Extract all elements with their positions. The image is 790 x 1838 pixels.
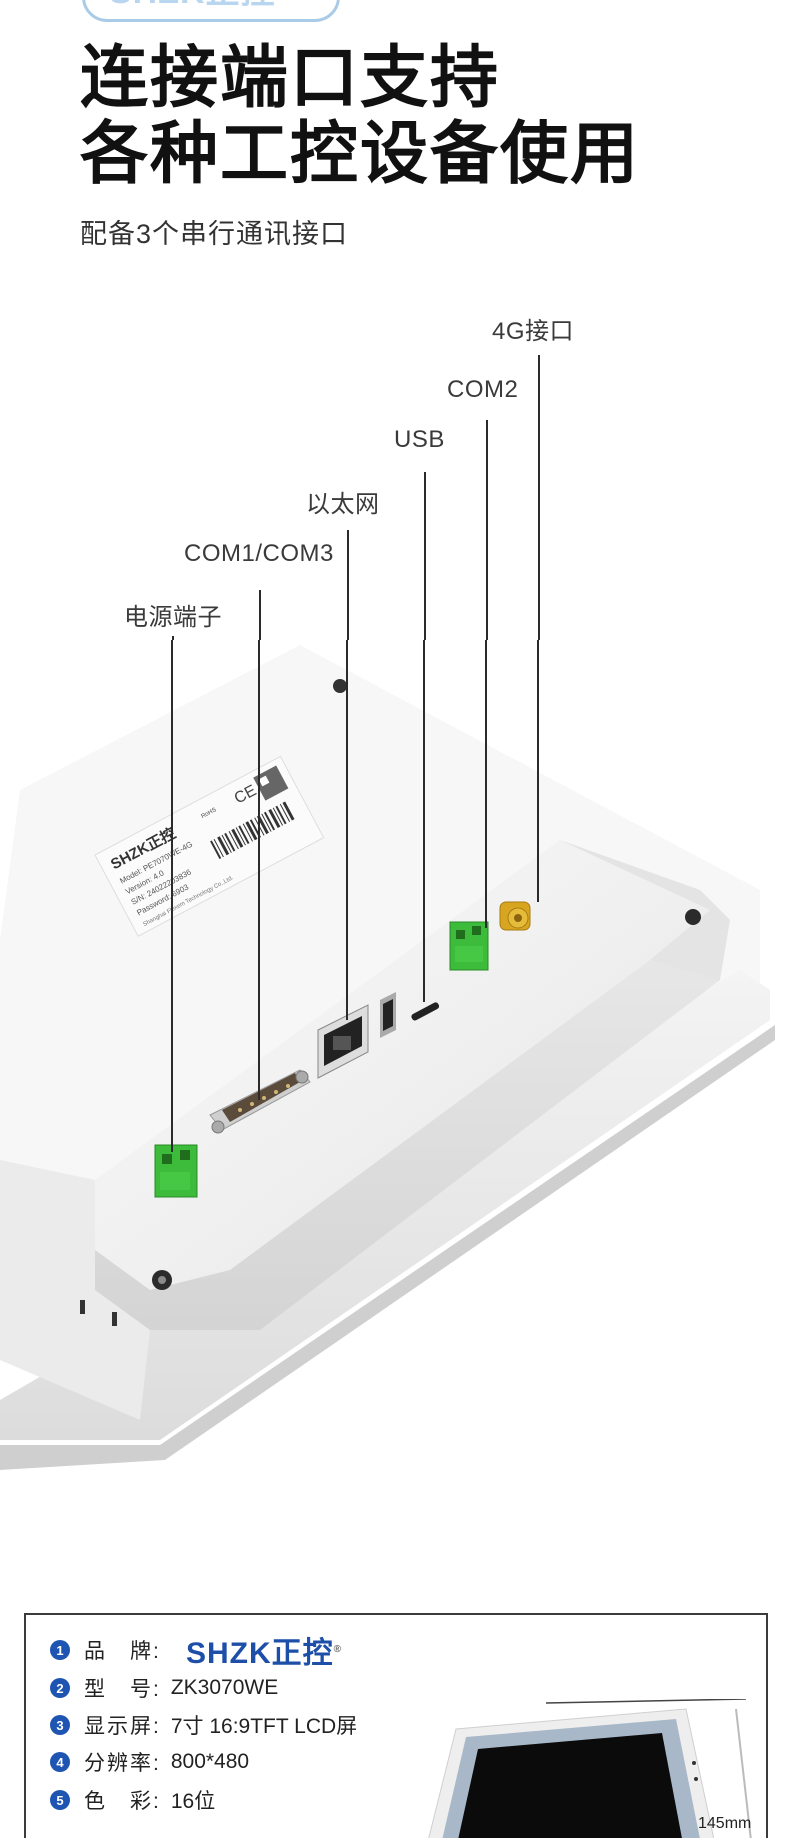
spec-val-color: 16位	[170, 1790, 216, 1813]
device-svg: SHZK正控 Model: PE7070WE-4G Version: 4.0 S…	[0, 640, 775, 1470]
spec-key-color: 色 彩:	[84, 1790, 161, 1813]
leader-top-4g	[538, 355, 540, 640]
port-label-com2: COM2	[447, 376, 519, 403]
screw-bottom-left-center	[158, 1276, 166, 1284]
usb-port-icon	[380, 992, 440, 1038]
vent-slot-2	[112, 1312, 117, 1326]
spec-row-resolution: 4 分辨率: 800*480	[50, 1747, 249, 1777]
port-label-usb: USB	[394, 426, 445, 453]
leader-top-com2	[486, 420, 488, 640]
power-terminal-icon	[154, 1144, 198, 1198]
spec-num-1-icon: 1	[50, 1640, 70, 1660]
antenna-4g-connector-icon	[499, 901, 531, 931]
com2-terminal-icon	[449, 921, 489, 971]
vent-slot-1	[80, 1300, 85, 1314]
device-right-block	[560, 840, 730, 980]
spec-key-resolution: 分辨率:	[84, 1752, 161, 1775]
port-label-4g: 4G接口	[492, 318, 575, 345]
spec-row-model: 2 型 号: ZK3070WE	[50, 1673, 278, 1703]
spec-brand-logo: SHZK正控®	[186, 1628, 342, 1672]
label-qr-code-icon	[253, 765, 289, 801]
spec-val-display: 7寸 16:9TFT LCD屏	[170, 1715, 358, 1738]
leader-top-power-stub	[172, 636, 174, 640]
leader-top-usb	[424, 472, 426, 640]
headline-line-1: 连接端口支持	[80, 40, 501, 116]
spec-key-brand: 品 牌:	[84, 1640, 161, 1663]
spec-brand-registered-mark: ®	[333, 1644, 343, 1655]
page-headline: 连接端口支持 各种工控设备使用	[80, 40, 640, 192]
leader-top-ethernet	[347, 530, 349, 640]
spec-num-5-icon: 5	[50, 1790, 70, 1810]
spec-num-4-icon: 4	[50, 1752, 70, 1772]
qr-finder	[258, 775, 270, 787]
port-label-power: 电源端子	[124, 604, 222, 631]
spec-key-model: 型 号:	[84, 1678, 161, 1701]
spec-dimension-label: 145mm	[698, 1815, 752, 1832]
brand-pill-text: SHZK正控	[109, 0, 276, 9]
spec-brand-logo-text: SHZK正控	[186, 1637, 334, 1670]
leader-top-com1	[259, 590, 261, 640]
spec-row-color: 5 色 彩: 16位	[50, 1785, 215, 1815]
brand-pill-badge: SHZK正控	[82, 0, 340, 22]
page-subheading: 配备3个串行通讯接口	[80, 219, 349, 249]
screw-top-icon	[333, 679, 347, 693]
port-label-com1-com3: COM1/COM3	[184, 540, 334, 567]
device-illustration: SHZK正控 Model: PE7070WE-4G Version: 4.0 S…	[0, 640, 790, 1500]
spec-val-resolution: 800*480	[170, 1750, 250, 1773]
spec-card: SHZK正控® 1 品 牌: 2 型 号: ZK3070WE 3 显示屏: 7寸…	[24, 1613, 768, 1838]
spec-row-brand: 1 品 牌:	[50, 1635, 171, 1665]
device-port-recess	[95, 840, 710, 1290]
device-left-block	[0, 1160, 150, 1420]
spec-val-model: ZK3070WE	[170, 1676, 279, 1699]
spec-num-3-icon: 3	[50, 1715, 70, 1735]
headline-line-2: 各种工控设备使用	[80, 116, 641, 192]
port-label-ethernet: 以太网	[306, 491, 380, 518]
spec-device-thumbnail	[428, 1699, 752, 1838]
spec-key-display: 显示屏:	[84, 1715, 161, 1738]
spec-num-2-icon: 2	[50, 1678, 70, 1698]
spec-row-display: 3 显示屏: 7寸 16:9TFT LCD屏	[50, 1710, 357, 1740]
screw-right-icon	[685, 909, 701, 925]
ethernet-port-icon	[317, 1004, 369, 1079]
